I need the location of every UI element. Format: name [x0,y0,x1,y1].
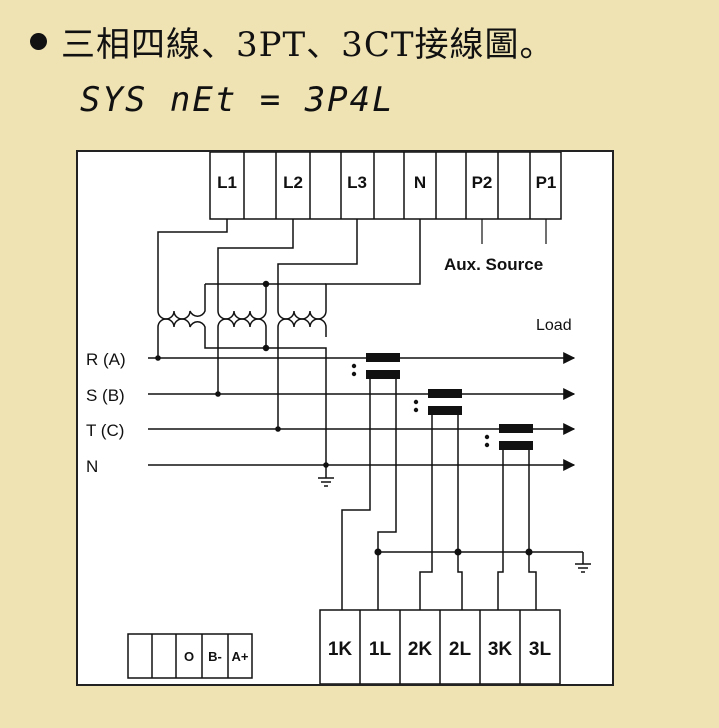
line-label-s: S (B) [86,386,125,405]
pt-voltage-wires [157,219,421,297]
page-title: 三相四線、3PT、3CT接線圖。 [61,24,555,65]
comm-terminal-block [127,633,253,679]
pt-line-wires [157,337,327,465]
line-label-r: R (A) [86,350,126,369]
load-label: Load [536,317,572,334]
line-label-t: T (C) [86,421,124,440]
ct-cores [351,353,533,450]
wiring-diagram: L1 L2 L3 N P2 P1 Aux. Source [76,150,614,686]
terminal-l3: L3 [347,173,367,192]
aux-source-label: Aux. Source [444,255,543,274]
comm-terminal-a: A+ [232,649,249,664]
terminal-l2: L2 [283,173,303,192]
top-terminal-block [209,152,562,220]
ct-terminal-2k: 2K [408,639,433,660]
comm-terminal-b: B- [208,649,222,664]
terminal-p1: P1 [536,173,557,192]
aux-source-wires [481,219,547,244]
pt-coils [157,297,327,337]
terminal-n: N [414,173,426,192]
ct-ground-icon [575,563,591,573]
ct-terminal-3k: 3K [488,639,513,660]
ct-terminal-block [319,609,561,684]
ct-terminal-3l: 3L [529,639,552,660]
terminal-p2: P2 [472,173,493,192]
ct-terminal-1l: 1L [369,639,392,660]
system-setting: SYS nEt = 3P4L [80,80,395,120]
line-label-n: N [86,457,98,476]
comm-terminal-o: O [184,649,194,664]
neutral-ground-icon [318,465,334,487]
bullet-icon [30,32,47,50]
ct-terminal-1k: 1K [328,639,353,660]
ct-terminal-2l: 2L [449,639,472,660]
junction-dots [155,355,329,468]
terminal-l1: L1 [217,173,237,192]
title-row: 三相四線、3PT、3CT接線圖。 [30,6,555,76]
ct-wires [341,379,584,610]
